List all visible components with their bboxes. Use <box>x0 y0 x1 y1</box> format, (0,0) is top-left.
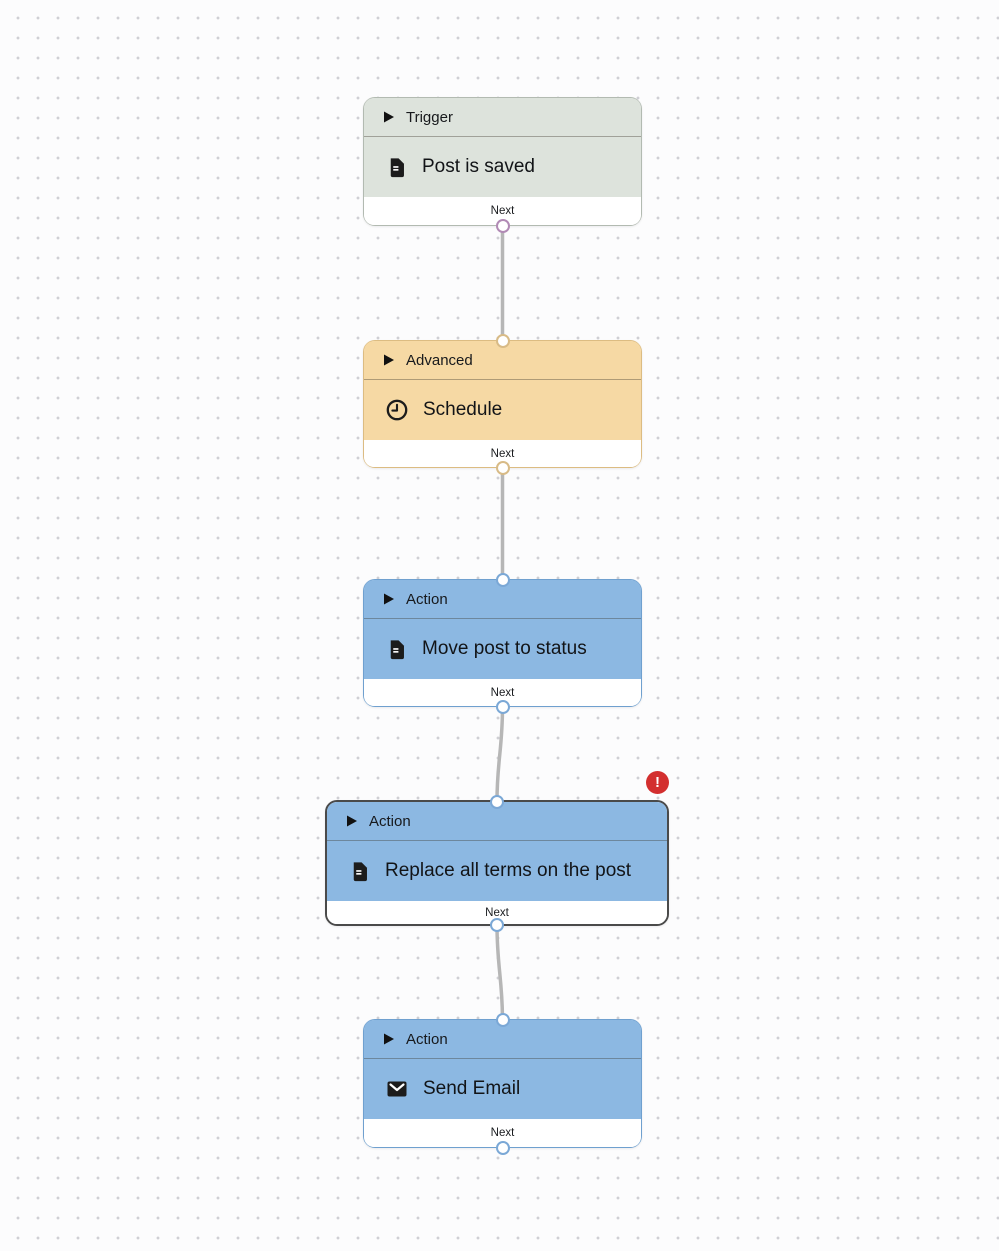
node-header[interactable]: Trigger <box>364 98 641 137</box>
collapse-triangle-icon <box>347 815 357 827</box>
node-header[interactable]: Action <box>327 802 667 841</box>
next-label: Next <box>490 686 515 699</box>
connection-endpoint[interactable] <box>495 572 510 587</box>
collapse-triangle-icon <box>384 1033 394 1045</box>
clock-icon <box>385 398 409 422</box>
node-category-label: Action <box>406 1030 448 1048</box>
connection-line[interactable] <box>495 923 505 1023</box>
node-body[interactable]: Schedule <box>364 380 641 440</box>
node-title: Schedule <box>423 399 503 420</box>
node-footer: Next <box>327 901 667 924</box>
node-header[interactable]: Action <box>364 1020 641 1059</box>
workflow-node-schedule[interactable]: Advanced Schedule Next <box>363 333 642 475</box>
next-label: Next <box>485 906 509 919</box>
workflow-node-replace-all-terms[interactable]: ! Action Replace all terms on the post N… <box>325 771 669 932</box>
connection-endpoint[interactable] <box>495 1140 510 1155</box>
node-header[interactable]: Advanced <box>364 341 641 380</box>
node-body[interactable]: Send Email <box>364 1059 641 1119</box>
node-header[interactable]: Action <box>364 580 641 619</box>
envelope-icon <box>385 1077 409 1101</box>
workflow-node-send-email[interactable]: Action Send Email Next <box>363 1012 642 1155</box>
collapse-triangle-icon <box>384 354 394 366</box>
connection-line[interactable] <box>495 705 505 803</box>
workflow-node-post-is-saved[interactable]: Trigger Post is saved Next <box>363 97 642 233</box>
connection-endpoint[interactable] <box>490 917 504 932</box>
document-icon <box>385 156 408 179</box>
connection-endpoint[interactable] <box>495 218 510 233</box>
node-category-label: Trigger <box>406 108 453 126</box>
connection-endpoint[interactable] <box>495 1012 510 1027</box>
node-title: Move post to status <box>422 638 587 659</box>
node-title: Replace all terms on the post <box>385 860 632 881</box>
node-category-label: Action <box>369 812 411 830</box>
next-label: Next <box>490 447 515 460</box>
connection-endpoint[interactable] <box>490 794 504 809</box>
collapse-triangle-icon <box>384 593 394 605</box>
next-label: Next <box>490 1127 515 1139</box>
node-category-label: Action <box>406 590 448 608</box>
node-body[interactable]: Move post to status <box>364 619 641 679</box>
error-badge[interactable]: ! <box>646 771 669 794</box>
collapse-triangle-icon <box>384 111 394 123</box>
connection-endpoint[interactable] <box>495 699 510 714</box>
document-icon <box>348 860 371 883</box>
connection-endpoint[interactable] <box>495 333 510 348</box>
workflow-node-move-post-to-status[interactable]: Action Move post to status Next <box>363 572 642 714</box>
node-body[interactable]: Post is saved <box>364 137 641 197</box>
next-label: Next <box>490 205 515 217</box>
document-icon <box>385 638 408 661</box>
node-category-label: Advanced <box>406 351 473 369</box>
connection-endpoint[interactable] <box>495 460 510 475</box>
node-title: Post is saved <box>422 156 535 177</box>
node-title: Send Email <box>423 1078 521 1099</box>
node-body[interactable]: Replace all terms on the post <box>327 841 667 901</box>
